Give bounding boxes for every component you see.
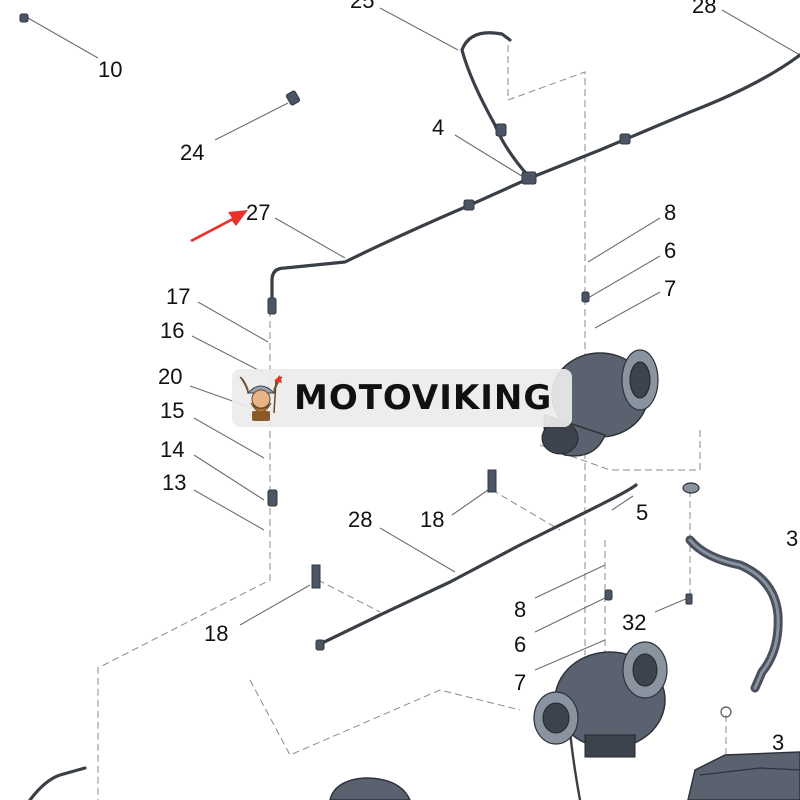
bolt-32 <box>685 593 693 605</box>
callout-8-top: 8 <box>664 200 676 225</box>
fitting-6-bottom <box>604 589 613 601</box>
washer-14 <box>267 489 278 507</box>
oil-line-lower-left <box>28 766 87 800</box>
lower-components <box>329 751 800 800</box>
bracket-18-mid <box>487 469 497 493</box>
hoses <box>28 31 800 800</box>
fitting-10 <box>19 13 29 23</box>
callout-18-mid: 18 <box>420 507 444 532</box>
watermark-banner: MOTOVIKING <box>232 369 572 427</box>
callout-32: 32 <box>622 610 646 635</box>
watermark-text: MOTOVIKING <box>294 378 553 418</box>
callout-10: 10 <box>98 57 122 82</box>
callout-8-bottom: 8 <box>514 597 526 622</box>
callout-28-top: 28 <box>692 0 716 18</box>
fitting-28-mid <box>315 639 325 651</box>
callout-labels: 10 25 28 24 4 27 8 6 7 17 16 20 15 14 13… <box>98 0 798 755</box>
oil-line-27 <box>270 176 532 312</box>
callout-6-top: 6 <box>664 238 676 263</box>
oil-line-28-mid <box>316 483 638 647</box>
oil-return-pipe <box>685 535 783 693</box>
callout-17: 17 <box>166 284 190 309</box>
viking-logo-icon <box>239 375 283 421</box>
callout-24: 24 <box>180 140 204 165</box>
bolt-24 <box>285 90 301 106</box>
callout-4: 4 <box>432 115 444 140</box>
callout-7-top: 7 <box>664 276 676 301</box>
callout-28-mid: 28 <box>348 507 372 532</box>
banjo-17 <box>267 297 277 315</box>
callout-15: 15 <box>160 398 184 423</box>
oil-line-28-top <box>528 53 800 180</box>
fitting-27 <box>463 199 475 211</box>
washer-lower <box>720 706 732 718</box>
fitting-28 <box>619 133 631 145</box>
fittings <box>19 13 732 718</box>
tee-fitting-4 <box>521 171 537 185</box>
callout-7-bottom: 7 <box>514 670 526 695</box>
callout-13: 13 <box>162 470 186 495</box>
callout-16: 16 <box>160 318 184 343</box>
assembly-guides <box>97 45 727 800</box>
callout-25: 25 <box>350 0 374 13</box>
red-arrow-icon <box>190 210 248 242</box>
oil-line-25 <box>460 31 532 180</box>
fitting-4b <box>495 123 507 137</box>
callout-3-right: 3 <box>786 526 798 551</box>
turbocharger-lower <box>533 641 668 758</box>
leader-lines <box>27 7 800 671</box>
fitting-6-top <box>581 291 590 303</box>
callout-5: 5 <box>636 500 648 525</box>
callout-18-left: 18 <box>204 621 228 646</box>
gasket-5 <box>682 482 700 494</box>
callout-14: 14 <box>160 437 184 462</box>
callout-3-bottom: 3 <box>772 730 784 755</box>
bracket-18-left <box>311 564 321 589</box>
callout-6-bottom: 6 <box>514 632 526 657</box>
callout-20: 20 <box>158 364 182 389</box>
callout-27: 27 <box>246 200 270 225</box>
